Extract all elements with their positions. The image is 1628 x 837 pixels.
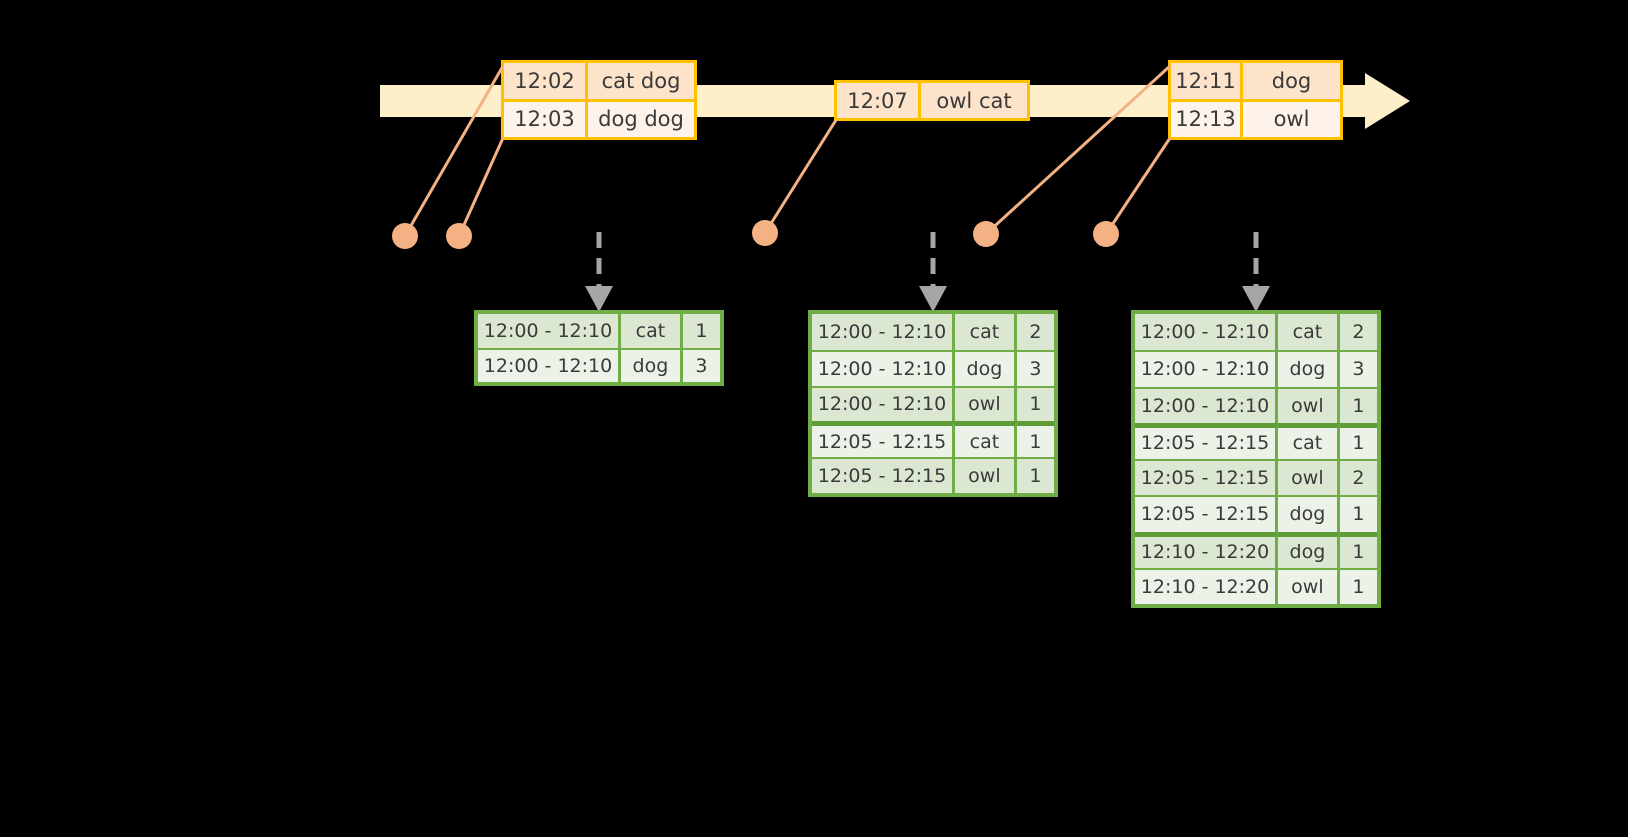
cell-window: 12:00 - 12:10 — [812, 385, 956, 422]
cell-word: cat — [1278, 314, 1340, 351]
cell-word: owl — [1278, 386, 1340, 423]
cell-count: 1 — [1016, 421, 1054, 458]
event-words: owl cat — [936, 88, 1012, 113]
event-row: 12:02 cat dog — [504, 63, 694, 99]
cell-word: dog — [1278, 350, 1340, 387]
event-time: 12:13 — [1171, 101, 1243, 137]
cell-word: owl — [1278, 459, 1340, 496]
trigger-dot-1[interactable] — [392, 223, 418, 249]
event-time: 12:03 — [504, 101, 588, 137]
cell-word: dog — [621, 348, 683, 382]
event-row: 12:11 dog — [1171, 63, 1340, 99]
emit-arrow-1 — [585, 232, 613, 312]
cell-window: 12:00 - 12:10 — [1135, 350, 1279, 387]
event-time: 12:02 — [504, 63, 588, 99]
cell-word: cat — [621, 314, 683, 348]
cell-word: cat — [955, 314, 1017, 350]
cell-count: 3 — [1016, 349, 1054, 386]
cell-count: 1 — [1339, 567, 1377, 604]
event-words: owl — [1273, 107, 1310, 132]
emit-arrow-2 — [919, 232, 947, 312]
cell-window: 12:00 - 12:10 — [478, 314, 622, 348]
cell-count: 1 — [1016, 457, 1054, 493]
emit-arrow-3 — [1242, 232, 1270, 312]
cell-count: 1 — [1339, 495, 1377, 532]
cell-count: 1 — [1339, 422, 1377, 459]
event-group-2: 12:07 owl cat — [834, 80, 1030, 121]
event-row: 12:03 dog dog — [504, 98, 694, 137]
event-time: 12:11 — [1171, 63, 1243, 99]
event-group-3: 12:11 dog 12:13 owl — [1168, 60, 1343, 140]
trigger-dot-5[interactable] — [1093, 221, 1119, 247]
cell-word: owl — [955, 385, 1017, 422]
cell-window: 12:05 - 12:15 — [812, 421, 956, 458]
cell-count: 3 — [1339, 350, 1377, 387]
event-row: 12:13 owl — [1171, 98, 1340, 137]
cell-count: 1 — [1339, 386, 1377, 423]
trigger-dot-3[interactable] — [752, 220, 778, 246]
event-time: 12:07 — [837, 83, 921, 118]
cell-window: 12:05 - 12:15 — [1135, 459, 1279, 496]
cell-word: dog — [955, 349, 1017, 386]
event-words: dog — [1271, 68, 1312, 93]
cell-word: dog — [1278, 531, 1340, 568]
cell-window: 12:05 - 12:15 — [1135, 495, 1279, 532]
cell-window: 12:10 - 12:20 — [1135, 567, 1279, 604]
cell-count: 1 — [682, 314, 720, 348]
cell-window: 12:05 - 12:15 — [812, 457, 956, 493]
timeline-arrowhead — [1365, 73, 1410, 129]
cell-window: 12:00 - 12:10 — [1135, 314, 1279, 351]
cell-word: owl — [1278, 567, 1340, 604]
cell-count: 3 — [682, 348, 720, 382]
cell-count: 2 — [1339, 314, 1377, 351]
cell-word: dog — [1278, 495, 1340, 532]
cell-word: owl — [955, 457, 1017, 493]
cell-count: 2 — [1016, 314, 1054, 350]
trigger-dot-2[interactable] — [446, 223, 472, 249]
event-group-1: 12:02 cat dog 12:03 dog dog — [501, 60, 697, 140]
cell-window: 12:00 - 12:10 — [1135, 386, 1279, 423]
cell-window: 12:00 - 12:10 — [812, 349, 956, 386]
cell-count: 2 — [1339, 459, 1377, 496]
event-words: dog dog — [598, 107, 684, 132]
cell-word: cat — [955, 421, 1017, 458]
trigger-dot-4[interactable] — [973, 221, 999, 247]
cell-word: cat — [1278, 422, 1340, 459]
event-words: cat dog — [601, 68, 681, 93]
cell-window: 12:05 - 12:15 — [1135, 422, 1279, 459]
cell-window: 12:10 - 12:20 — [1135, 531, 1279, 568]
event-connector-lines — [403, 64, 1172, 237]
event-row: 12:07 owl cat — [837, 83, 1027, 118]
cell-window: 12:00 - 12:10 — [478, 348, 622, 382]
cell-count: 1 — [1016, 385, 1054, 422]
cell-window: 12:00 - 12:10 — [812, 314, 956, 350]
cell-count: 1 — [1339, 531, 1377, 568]
